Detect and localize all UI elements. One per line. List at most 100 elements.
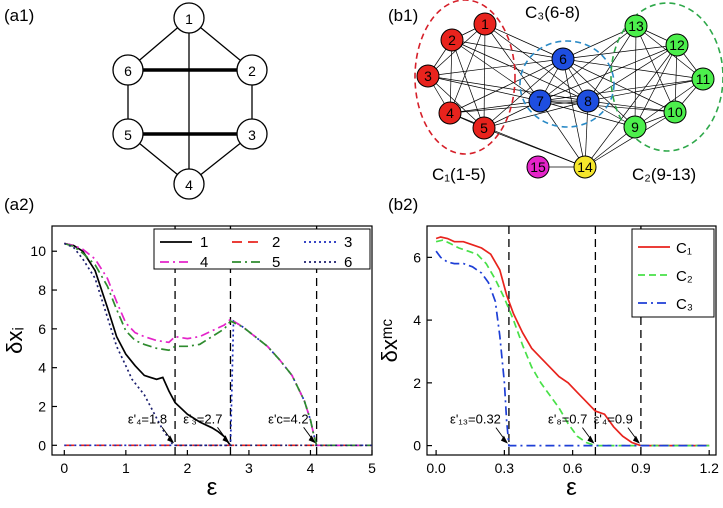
- plot-frame: [426, 225, 717, 456]
- annotation-arrow-head: [222, 435, 230, 444]
- edge-b1-3-6: [427, 58, 564, 77]
- node-b1-label-15: 15: [530, 159, 546, 175]
- node-b1-3: [416, 64, 440, 88]
- node-b1-label-4: 4: [446, 105, 454, 121]
- x-tick-label: 4: [307, 460, 315, 476]
- annotation-label: ε'₈=0.7: [548, 412, 587, 427]
- node-b1-label-11: 11: [696, 71, 711, 87]
- edge-b1-12-6: [562, 44, 678, 60]
- legend-label-2: 2: [272, 234, 280, 251]
- node-a1-4: [173, 168, 205, 200]
- edge-b1-11-6: [562, 58, 704, 80]
- series-line-6: [63, 242, 372, 447]
- edge-b1-2-5: [451, 39, 485, 129]
- annotation-label: ε'₃=2.7: [183, 411, 222, 426]
- node-a1-3: [236, 118, 268, 150]
- node-b1-label-12: 12: [669, 37, 685, 53]
- node-b1-label-13: 13: [628, 18, 644, 34]
- y-tick-label: 6: [38, 321, 46, 337]
- edge-b1-1-7: [484, 23, 541, 102]
- series-line-3: [64, 319, 372, 447]
- annotation-label: ε'₄=1.8: [128, 411, 167, 426]
- node-b1-label-6: 6: [559, 51, 567, 67]
- node-b1-4: [438, 101, 462, 125]
- node-b1-11: [691, 67, 715, 91]
- node-b1-9: [623, 115, 647, 139]
- node-b1-label-2: 2: [448, 32, 456, 48]
- x-tick-label: 1: [122, 460, 130, 476]
- edge-b1-13-8: [587, 25, 637, 102]
- series-line-1: [64, 242, 232, 446]
- cluster-c1-label: C₁(1-5): [432, 165, 486, 184]
- x-tick-label: 0: [60, 460, 68, 476]
- node-a1-1: [173, 2, 205, 34]
- legend-box: [153, 228, 371, 270]
- legend-label-5: 5: [272, 254, 280, 271]
- legend-label-C₁: C₁: [676, 240, 692, 257]
- node-b1-12: [665, 33, 689, 57]
- series-line-4: [64, 242, 372, 447]
- node-a1-6: [112, 54, 144, 86]
- node-b1-label-8: 8: [584, 93, 592, 109]
- y-tick-label: 6: [413, 249, 421, 265]
- cluster-c1-ellipse: [414, 0, 516, 155]
- node-b1-label-1: 1: [481, 16, 489, 32]
- edge-b1-12-14: [584, 44, 678, 168]
- series-line-C₂: [435, 239, 710, 447]
- node-a1-label-1: 1: [185, 11, 193, 27]
- y-axis-label: δxᵐᶜ: [377, 318, 402, 362]
- y-axis-label: δxᵢ: [2, 327, 27, 354]
- legend-label-3: 3: [344, 234, 352, 251]
- x-tick-label: 0.0: [426, 460, 446, 476]
- y-tick-label: 0: [413, 438, 421, 454]
- annotation-label: ε'₁₃=0.32: [450, 412, 501, 427]
- node-a1-label-4: 4: [185, 177, 193, 193]
- node-b1-8: [576, 89, 600, 113]
- edge-b1-3-8: [427, 75, 589, 102]
- node-b1-5: [472, 116, 496, 140]
- edge-b1-10-14: [584, 111, 676, 168]
- annotation-arrow-head: [632, 435, 640, 444]
- edge-b1-4-7: [449, 100, 541, 114]
- legend-label-C₂: C₂: [676, 268, 693, 285]
- x-tick-label: 3: [245, 460, 253, 476]
- cluster-c3-label: C₃(6-8): [525, 3, 580, 22]
- y-tick-label: 4: [38, 360, 46, 376]
- edge-b1-6-14: [562, 58, 586, 168]
- x-tick-label: 1.2: [699, 460, 719, 476]
- edge-b1-12-8: [587, 44, 678, 102]
- edge-b1-2-6: [451, 39, 564, 60]
- edge-b1-10-8: [587, 100, 676, 113]
- annotation-arrow-head: [308, 435, 316, 444]
- node-b1-label-9: 9: [631, 119, 639, 135]
- edge-b1-4-6: [449, 58, 564, 114]
- edge-b1-11-8: [587, 78, 704, 102]
- annotation-arrow-head: [167, 435, 175, 444]
- panel-label-a1: (a1): [4, 6, 34, 25]
- node-b1-1: [473, 12, 497, 36]
- node-b1-13: [624, 14, 648, 38]
- annotation-label: ε'c=4.2: [268, 411, 308, 426]
- node-b1-10: [663, 100, 687, 124]
- y-tick-label: 2: [38, 398, 46, 414]
- node-a1-2: [236, 54, 268, 86]
- edge-b1-11-7: [539, 78, 704, 102]
- node-b1-label-3: 3: [424, 68, 432, 84]
- node-a1-label-5: 5: [124, 127, 132, 143]
- legend-label-6: 6: [344, 254, 352, 271]
- panel-label-b2: (b2): [388, 195, 418, 214]
- y-tick-label: 8: [38, 282, 46, 298]
- legend-label-4: 4: [200, 254, 208, 271]
- edge-b1-1-4: [449, 23, 486, 114]
- edge-b1-1-6: [484, 23, 564, 60]
- edge-b1-3-5: [427, 75, 485, 129]
- node-b1-label-5: 5: [480, 120, 488, 136]
- edge-b1-1-5: [483, 23, 486, 129]
- y-tick-label: 4: [413, 312, 421, 328]
- annotation-arrow-head: [587, 435, 595, 444]
- node-a1-label-2: 2: [248, 63, 256, 79]
- edge-b1-4-14: [449, 112, 586, 168]
